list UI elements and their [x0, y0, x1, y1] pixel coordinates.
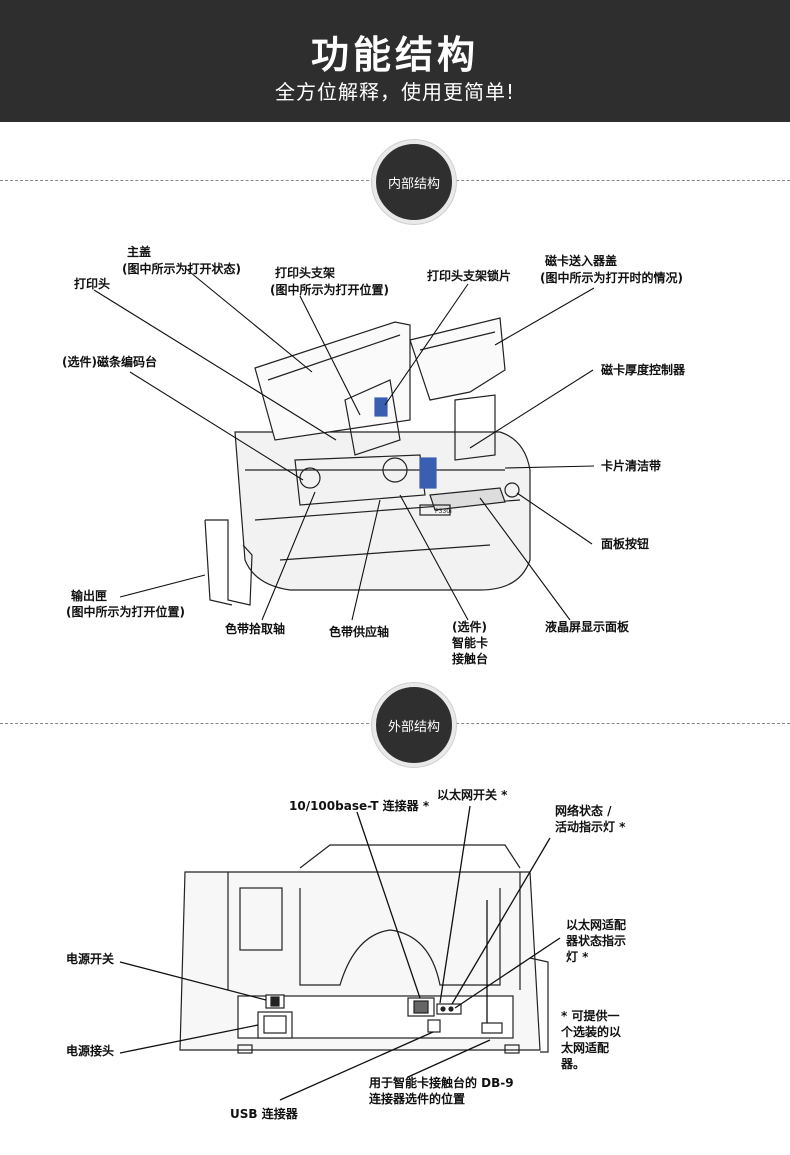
label-card-thickness: 磁卡厚度控制器: [601, 363, 686, 377]
label-ethernet-connector: 10/100base-T 连接器 *: [289, 799, 430, 813]
label-optional-note-2: 个选装的以: [561, 1025, 622, 1039]
label-card-feeder-cover: 磁卡送入器盖: [545, 254, 618, 268]
label-printhead-carriage-note: (图中所示为打开位置): [270, 283, 389, 297]
label-adapter-status-2: 器状态指示: [566, 934, 627, 948]
model-plate-text: P330i: [435, 508, 452, 515]
label-panel-button: 面板按钮: [601, 537, 650, 551]
page-title: 功能结构: [310, 33, 479, 77]
label-lcd-panel: 液晶屏显示面板: [545, 620, 630, 634]
label-printhead: 打印头: [74, 277, 111, 291]
label-power-connector: 电源接头: [66, 1044, 115, 1058]
page-header: 功能结构 全方位解释，使用更简单!: [0, 0, 790, 122]
label-optional-note-4: 器。: [561, 1057, 586, 1071]
label-network-status-1: 网络状态 /: [555, 804, 612, 818]
label-db9-2: 连接器选件的位置: [369, 1092, 466, 1106]
label-ribbon-take-up: 色带拾取轴: [225, 622, 286, 636]
label-smart-card-2: 智能卡: [452, 636, 489, 650]
label-network-status-2: 活动指示灯 *: [555, 820, 626, 834]
section-badge-external: 外部结构: [372, 683, 456, 767]
label-optional-note-3: 太网适配: [561, 1041, 610, 1055]
label-main-cover: 主盖: [127, 245, 152, 259]
page-subtitle: 全方位解释，使用更简单!: [274, 80, 516, 104]
label-power-switch: 电源开关: [66, 952, 115, 966]
label-adapter-status-3: 灯 *: [566, 950, 589, 964]
label-optional-note-1: * 可提供一: [561, 1009, 620, 1023]
section-badge-internal: 内部结构: [372, 140, 456, 224]
label-mag-encoder: (选件)磁条编码台: [62, 355, 157, 369]
label-ribbon-supply: 色带供应轴: [329, 625, 390, 639]
label-card-cleaning: 卡片清洁带: [601, 459, 662, 473]
label-output-hopper: 输出匣: [71, 589, 108, 603]
label-smart-card-3: 接触台: [452, 652, 489, 666]
label-db9-1: 用于智能卡接触台的 DB-9: [369, 1076, 514, 1090]
label-usb: USB 连接器: [230, 1107, 298, 1121]
label-card-feeder-cover-note: (图中所示为打开时的情况): [540, 271, 683, 285]
label-printhead-lock: 打印头支架锁片: [427, 269, 512, 283]
label-printhead-carriage: 打印头支架: [275, 266, 336, 280]
label-output-hopper-note: (图中所示为打开位置): [66, 605, 185, 619]
label-ethernet-switch: 以太网开关 *: [437, 788, 508, 802]
label-smart-card-1: (选件): [452, 620, 487, 634]
label-adapter-status-1: 以太网适配: [566, 918, 627, 932]
label-main-cover-note: (图中所示为打开状态): [122, 262, 241, 276]
